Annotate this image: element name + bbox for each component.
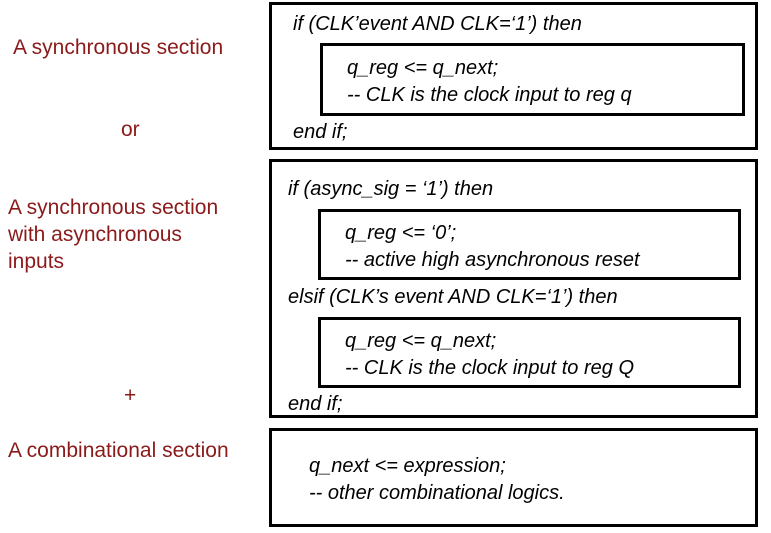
box2-reset-line2: -- active high asynchronous reset [345,249,640,271]
box1-inner-line2: -- CLK is the clock input to reg q [347,84,632,106]
sync-async-code-box: if (async_sig = ‘1’) then q_reg <= ‘0’; … [269,159,758,418]
label-or: or [121,118,140,141]
box1-end-line: end if; [293,121,348,143]
box1-inner-line1: q_reg <= q_next; [347,57,499,79]
box1-inner-box: q_reg <= q_next; -- CLK is the clock inp… [320,43,745,116]
label-synchronous-section: A synchronous section [13,36,224,59]
box2-if-line: if (async_sig = ‘1’) then [288,178,494,200]
comb-code-box: q_next <= expression; -- other combinati… [269,428,758,527]
label-sync-async-line2: with asynchronous [8,223,182,246]
box1-if-line: if (CLK’event AND CLK=‘1’) then [293,13,582,35]
box2-clock-line2: -- CLK is the clock input to reg Q [345,357,635,379]
box2-clock-box: q_reg <= q_next; -- CLK is the clock inp… [318,317,741,388]
label-sync-async-line1: A synchronous section [8,196,219,219]
box3-line2: -- other combinational logics. [309,482,565,504]
sync-code-box: if (CLK’event AND CLK=‘1’) then q_reg <=… [269,2,758,150]
label-sync-async-line3: inputs [8,250,65,273]
label-combinational-section: A combinational section [8,439,229,462]
box2-reset-box: q_reg <= ‘0’; -- active high asynchronou… [318,209,741,280]
box2-end-line: end if; [288,393,343,415]
box2-clock-line1: q_reg <= q_next; [345,330,497,352]
box3-line1: q_next <= expression; [309,455,506,477]
label-plus: + [124,384,137,407]
box2-reset-line1: q_reg <= ‘0’; [345,222,457,244]
box2-elsif-line: elsif (CLK’s event AND CLK=‘1’) then [288,286,618,308]
